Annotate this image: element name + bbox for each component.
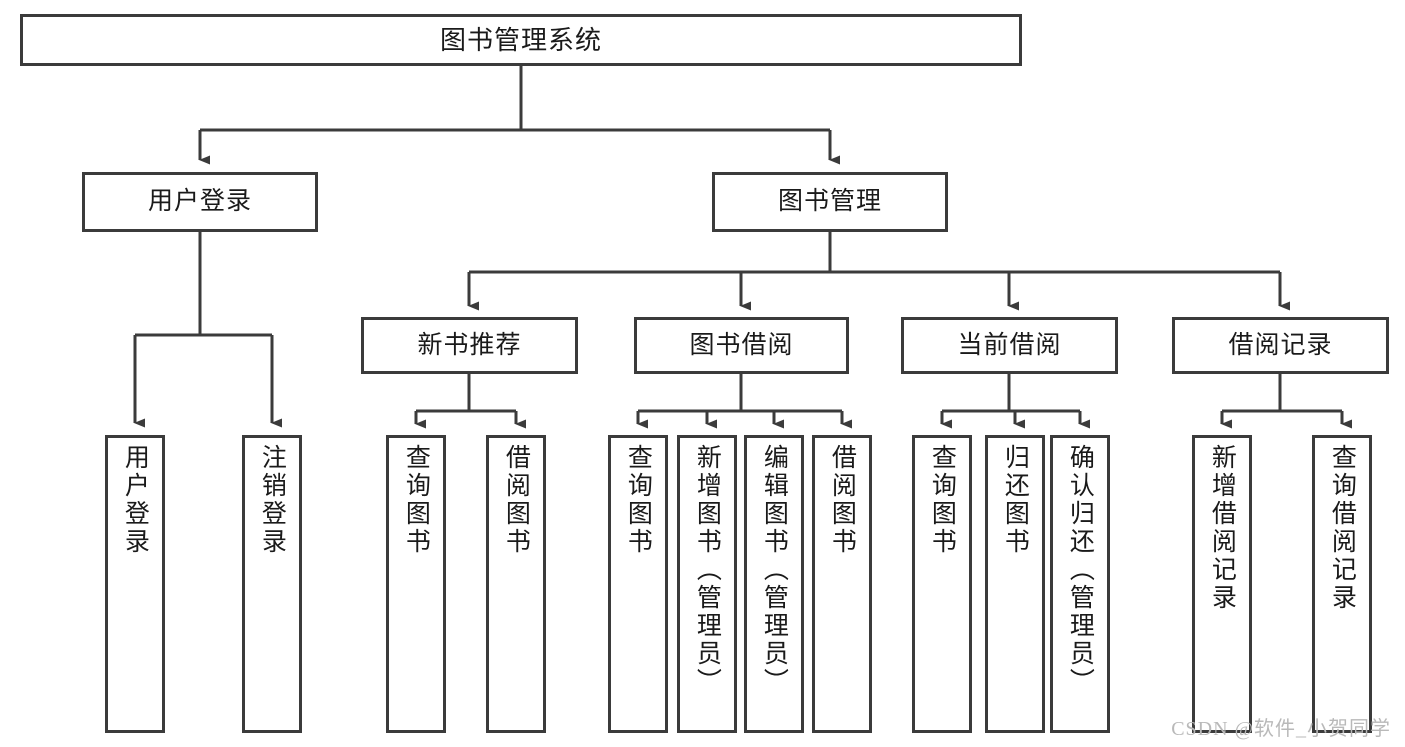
leaf-edit-book-admin[interactable]: 编辑图书（管理员） <box>744 435 804 733</box>
leaf-add-book-admin[interactable]: 新增图书（管理员） <box>677 435 737 733</box>
node-book-management[interactable]: 图书管理 <box>712 172 948 232</box>
node-new-book-recommend[interactable]: 新书推荐 <box>361 317 578 374</box>
leaf-user-login[interactable]: 用户登录 <box>105 435 165 733</box>
node-label: 注销登录 <box>258 444 287 556</box>
leaf-query-book-current[interactable]: 查询图书 <box>912 435 972 733</box>
leaf-borrow-book[interactable]: 借阅图书 <box>812 435 872 733</box>
node-label: 查询图书 <box>402 444 431 556</box>
node-label: 用户登录 <box>147 187 252 216</box>
leaf-add-borrow-record[interactable]: 新增借阅记录 <box>1192 435 1252 733</box>
node-label: 查询借阅记录 <box>1328 444 1357 612</box>
node-label: 查询图书 <box>624 444 653 556</box>
node-label: 借阅记录 <box>1228 330 1333 359</box>
node-label: 图书管理 <box>777 187 882 216</box>
csdn-watermark: CSDN @软件_小贺同学 <box>1171 718 1391 740</box>
node-label: 编辑图书（管理员） <box>760 444 789 696</box>
node-label: 当前借阅 <box>957 330 1062 359</box>
node-user-login[interactable]: 用户登录 <box>82 172 318 232</box>
leaf-logout[interactable]: 注销登录 <box>242 435 302 733</box>
leaf-return-book[interactable]: 归还图书 <box>985 435 1045 733</box>
node-label: 借阅图书 <box>828 444 857 556</box>
node-label: 归还图书 <box>1001 444 1030 556</box>
leaf-borrow-book-recommend[interactable]: 借阅图书 <box>486 435 546 733</box>
node-label: 确认归还（管理员） <box>1066 444 1095 696</box>
node-label: 新书推荐 <box>417 330 522 359</box>
node-borrow-record[interactable]: 借阅记录 <box>1172 317 1389 374</box>
node-label: 新增图书（管理员） <box>693 444 722 696</box>
node-book-borrow[interactable]: 图书借阅 <box>634 317 849 374</box>
node-label: 图书管理系统 <box>439 24 602 55</box>
node-label: 借阅图书 <box>502 444 531 556</box>
node-label: 用户登录 <box>121 444 150 556</box>
leaf-confirm-return-admin[interactable]: 确认归还（管理员） <box>1050 435 1110 733</box>
node-current-borrow[interactable]: 当前借阅 <box>901 317 1118 374</box>
leaf-query-borrow-record[interactable]: 查询借阅记录 <box>1312 435 1372 733</box>
node-label: 查询图书 <box>928 444 957 556</box>
node-label: 图书借阅 <box>689 330 794 359</box>
node-label: 新增借阅记录 <box>1208 444 1237 612</box>
leaf-query-book-recommend[interactable]: 查询图书 <box>386 435 446 733</box>
node-root-system[interactable]: 图书管理系统 <box>20 14 1022 66</box>
leaf-query-book[interactable]: 查询图书 <box>608 435 668 733</box>
